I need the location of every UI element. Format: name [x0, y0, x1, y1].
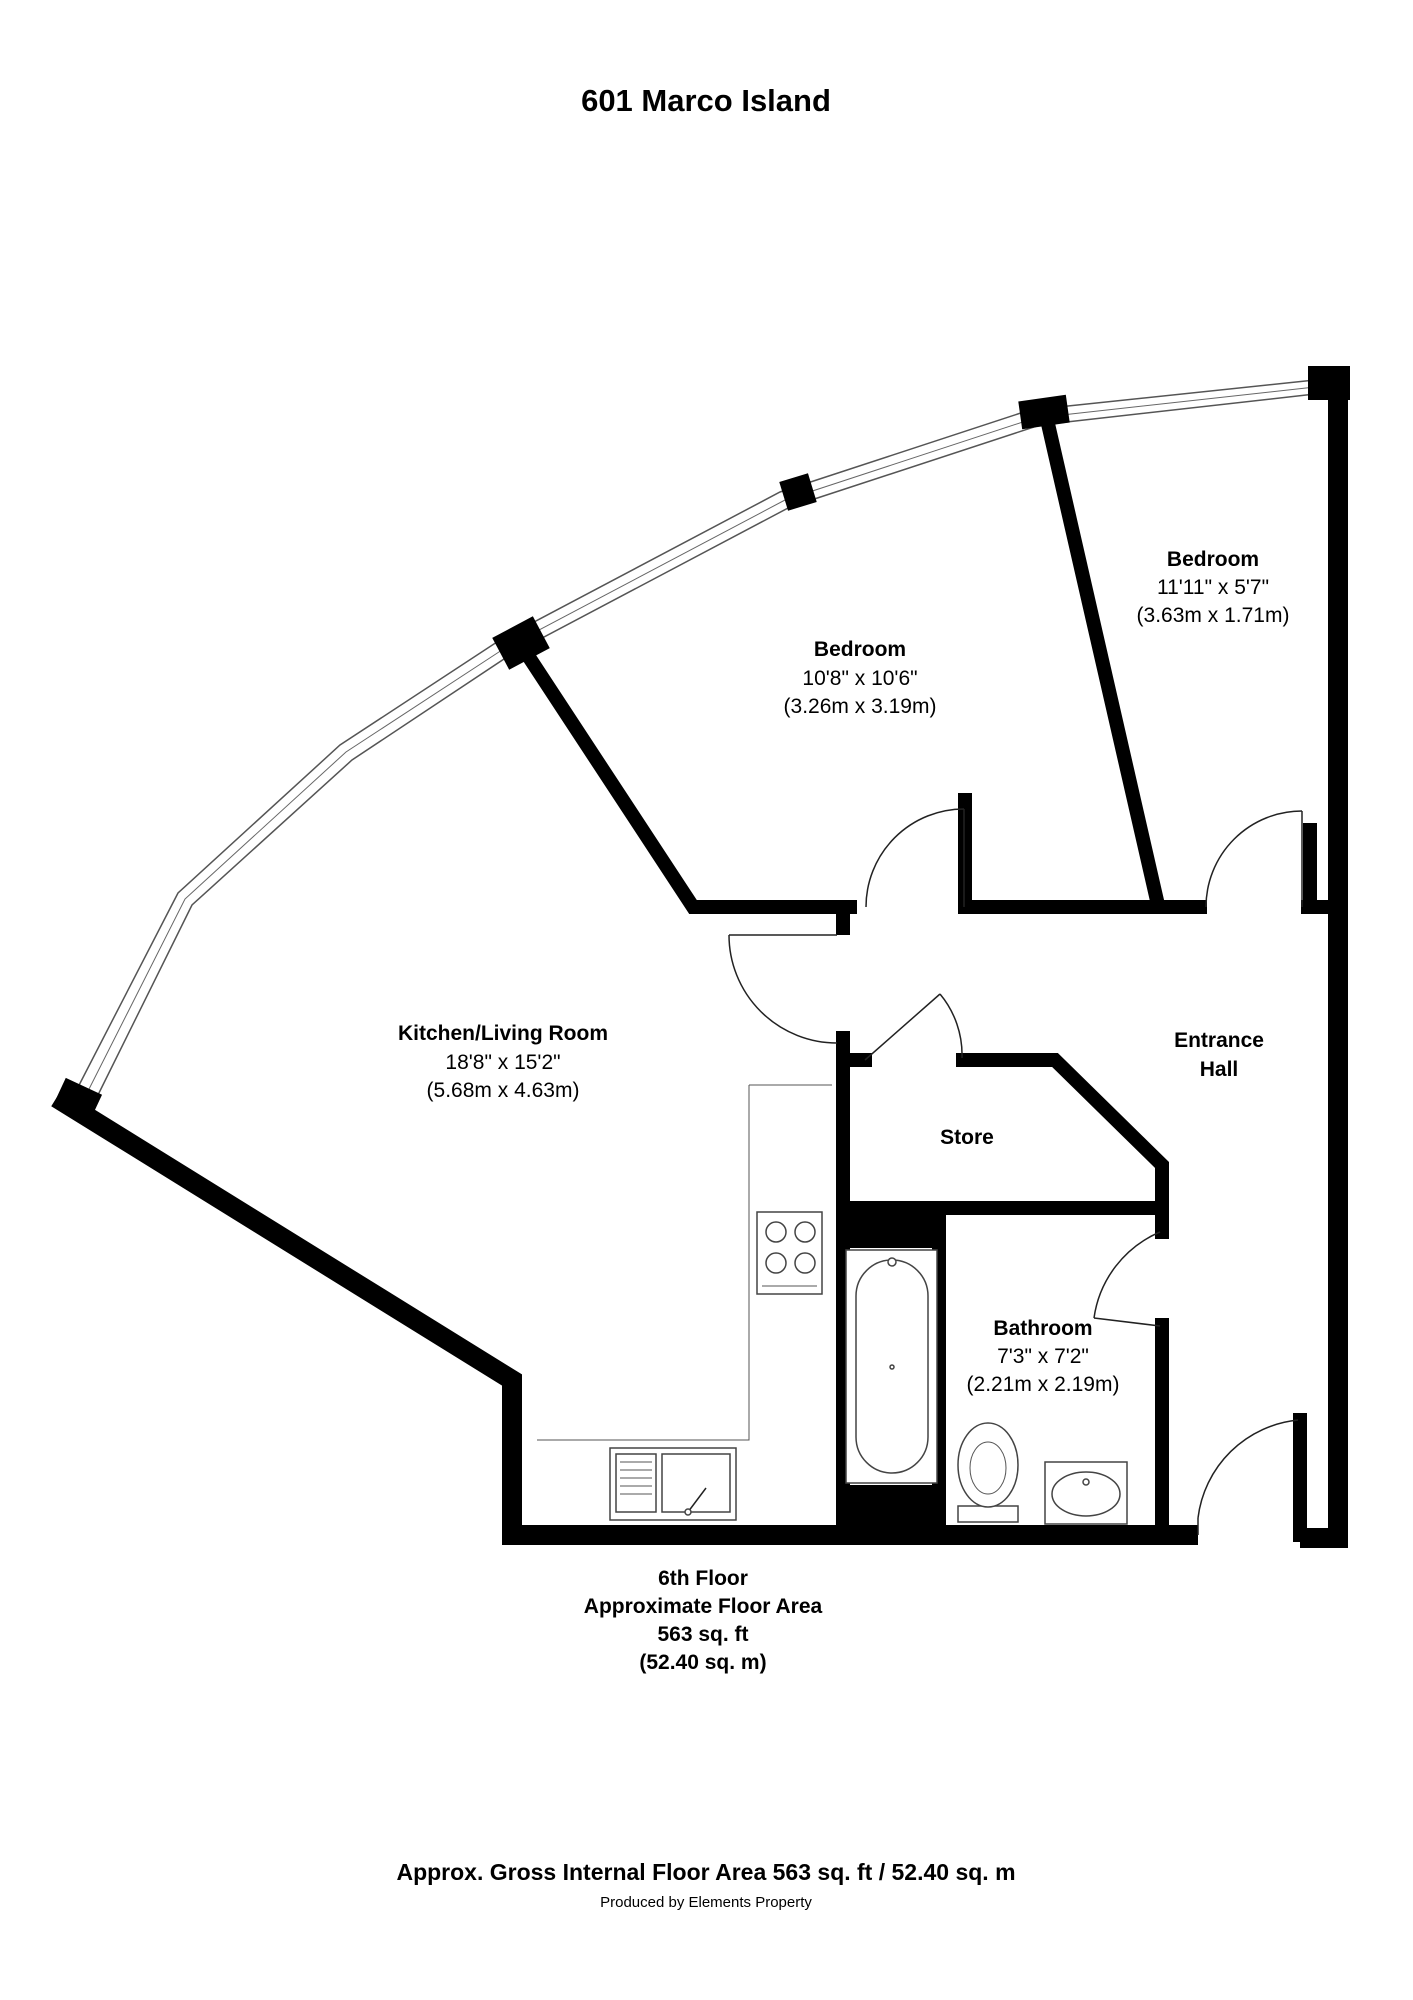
plan-title: 601 Marco Island	[581, 83, 831, 118]
room-name-line-2: Hall	[1200, 1058, 1239, 1081]
room-dim-metric: (2.21m x 2.19m)	[967, 1373, 1120, 1396]
room-name: Store	[940, 1126, 994, 1149]
sink-icon	[609, 1447, 737, 1521]
floor-area-sqm: (52.40 sq. m)	[639, 1651, 766, 1674]
room-name: Bedroom	[1167, 548, 1259, 571]
room-dim-metric: (5.68m x 4.63m)	[427, 1079, 580, 1102]
kitchen-units	[537, 1084, 832, 1521]
room-dim-imperial: 10'8" x 10'6"	[802, 667, 917, 690]
room-bedroom-1: Bedroom 10'8" x 10'6" (3.26m x 3.19m)	[784, 638, 937, 718]
room-kitchen-living: Kitchen/Living Room 18'8" x 15'2" (5.68m…	[398, 1022, 608, 1102]
floor-area-sqft: 563 sq. ft	[657, 1623, 748, 1646]
floor-area-caption: Approximate Floor Area	[584, 1595, 823, 1618]
room-dim-metric: (3.63m x 1.71m)	[1137, 604, 1290, 627]
bathtub-icon	[845, 1249, 938, 1484]
hob-icon	[756, 1211, 823, 1295]
walls	[51, 368, 1348, 1548]
room-bathroom: Bathroom 7'3" x 7'2" (2.21m x 2.19m)	[967, 1317, 1120, 1396]
window-pillars	[53, 366, 1350, 1121]
room-name: Kitchen/Living Room	[398, 1022, 608, 1045]
room-dim-metric: (3.26m x 3.19m)	[784, 695, 937, 718]
doors	[728, 808, 1303, 1535]
gross-area-text: Approx. Gross Internal Floor Area 563 sq…	[396, 1859, 1015, 1885]
washbasin-icon	[1044, 1461, 1128, 1525]
credit-text: Produced by Elements Property	[600, 1894, 812, 1911]
room-store: Store	[940, 1126, 994, 1149]
room-name: Bedroom	[814, 638, 906, 661]
room-dim-imperial: 18'8" x 15'2"	[445, 1051, 560, 1074]
toilet-icon	[957, 1422, 1019, 1523]
floor-area-label: 6th Floor Approximate Floor Area 563 sq.…	[584, 1567, 823, 1674]
room-dim-imperial: 11'11" x 5'7"	[1157, 576, 1269, 599]
room-name-line-1: Entrance	[1174, 1029, 1264, 1052]
room-name: Bathroom	[993, 1317, 1092, 1340]
bathroom-fixtures	[845, 1249, 1128, 1525]
room-bedroom-2: Bedroom 11'11" x 5'7" (3.63m x 1.71m)	[1137, 548, 1290, 627]
room-dim-imperial: 7'3" x 7'2"	[997, 1345, 1089, 1368]
curved-window-wall	[74, 379, 1316, 1102]
floor-name: 6th Floor	[658, 1567, 748, 1590]
room-entrance-hall: Entrance Hall	[1174, 1029, 1264, 1081]
